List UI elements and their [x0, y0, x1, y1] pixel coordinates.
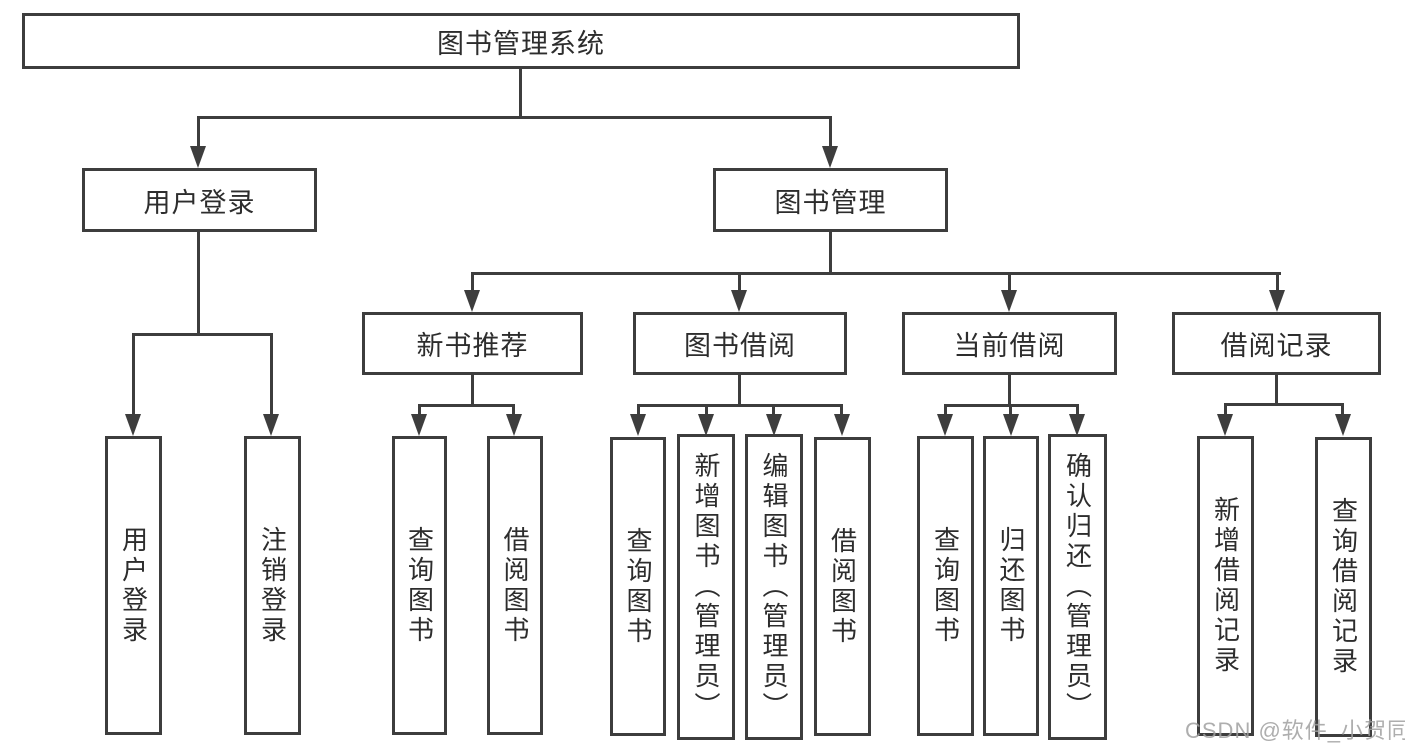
connector-leaf-stem: [944, 404, 947, 416]
node-root-label: 图书管理系统: [437, 28, 605, 59]
connector-new-book-rec-stem: [471, 375, 474, 406]
arrow-down-icon: [937, 414, 953, 436]
node-current-borrow-label: 当前借阅: [953, 331, 1066, 361]
arrow-down-icon: [766, 414, 782, 436]
leaf-confirm-return: 确认归还（管理员）: [1048, 434, 1107, 740]
connector-current-borrow-stem: [1008, 375, 1011, 406]
leaf-user-login: 用户登录: [105, 436, 162, 735]
leaf-query-book-rec: 查询图书: [392, 436, 447, 735]
arrow-down-icon: [1001, 290, 1017, 312]
arrow-down-icon: [464, 290, 480, 312]
node-book-mgmt-group-label: 图书管理: [774, 187, 887, 218]
node-user-login-group-label: 用户登录: [143, 187, 256, 218]
leaf-add-book: 新增图书（管理员）: [677, 434, 735, 740]
node-borrow-records: 借阅记录: [1172, 312, 1381, 375]
leaf-logout-label: 注销登录: [257, 525, 288, 646]
leaf-add-borrow-record-label: 新增借阅记录: [1210, 496, 1241, 676]
node-current-borrow: 当前借阅: [902, 312, 1117, 375]
connector-leaf-stem: [1224, 403, 1227, 416]
leaf-edit-book-label: 编辑图书（管理员）: [759, 452, 789, 722]
arrow-down-icon: [1335, 414, 1351, 436]
leaf-borrow-book-rec-label: 借阅图书: [500, 525, 530, 646]
connector-book-borrow-branch: [637, 404, 843, 407]
leaf-borrow-book-rec: 借阅图书: [487, 436, 543, 735]
connector-leaf-stem: [1341, 403, 1344, 416]
connector-leaf-stem: [772, 404, 775, 416]
connector-borrow-records-stem: [1275, 375, 1278, 405]
node-new-book-rec: 新书推荐: [362, 312, 583, 375]
node-user-login-group: 用户登录: [82, 168, 317, 232]
arrow-down-icon: [263, 414, 279, 436]
arrow-down-icon: [125, 414, 141, 436]
node-book-mgmt-group: 图书管理: [713, 168, 948, 232]
arrow-down-icon: [506, 414, 522, 436]
connector-to-book-borrow: [738, 272, 741, 292]
node-new-book-rec-label: 新书推荐: [416, 331, 529, 361]
connector-book-borrow-stem: [738, 375, 741, 406]
connector-leaf-stem: [132, 333, 135, 416]
leaf-query-borrow-record: 查询借阅记录: [1315, 437, 1372, 737]
connector-leaf-stem: [840, 404, 843, 416]
connector-to-user-login-stem: [197, 116, 200, 148]
leaf-query-borrow-record-label: 查询借阅记录: [1328, 497, 1359, 677]
leaf-query-book-current: 查询图书: [917, 436, 974, 736]
leaf-add-book-label: 新增图书（管理员）: [691, 452, 721, 722]
connector-root-stem: [519, 69, 522, 118]
arrow-down-icon: [1269, 290, 1285, 312]
connector-book-mgmt-branch: [471, 272, 1281, 275]
connector-leaf-stem: [1009, 404, 1012, 416]
leaf-query-book-current-label: 查询图书: [930, 526, 961, 646]
node-book-borrow-label: 图书借阅: [684, 331, 796, 361]
leaf-borrow-book-borrow: 借阅图书: [814, 437, 871, 736]
arrow-down-icon: [190, 146, 206, 168]
arrow-down-icon: [834, 414, 850, 436]
leaf-query-book-borrow-label: 查询图书: [623, 526, 653, 647]
connector-to-borrow-records: [1276, 272, 1279, 292]
connector-leaf-stem: [1076, 404, 1079, 416]
connector-to-new-book-rec: [471, 272, 474, 292]
leaf-return-book-label: 归还图书: [996, 526, 1026, 646]
connector-new-book-rec-branch: [418, 404, 515, 407]
arrow-down-icon: [1069, 414, 1085, 436]
connector-user-login-stem: [197, 232, 200, 335]
arrow-down-icon: [1217, 414, 1233, 436]
arrow-down-icon: [698, 414, 714, 436]
leaf-query-book-rec-label: 查询图书: [404, 525, 435, 646]
connector-leaf-stem: [512, 404, 515, 416]
connector-borrow-records-branch: [1224, 403, 1344, 406]
arrow-down-icon: [731, 290, 747, 312]
node-root: 图书管理系统: [22, 13, 1020, 69]
leaf-borrow-book-borrow-label: 借阅图书: [827, 526, 858, 647]
node-borrow-records-label: 借阅记录: [1220, 331, 1333, 361]
connector-leaf-stem: [637, 404, 640, 416]
leaf-confirm-return-label: 确认归还（管理员）: [1062, 452, 1093, 722]
leaf-query-book-borrow: 查询图书: [610, 437, 666, 736]
arrow-down-icon: [411, 414, 427, 436]
leaf-return-book: 归还图书: [983, 436, 1039, 736]
leaf-edit-book: 编辑图书（管理员）: [745, 434, 803, 740]
connector-to-book-mgmt-stem: [829, 116, 832, 148]
connector-book-mgmt-stem: [829, 232, 832, 274]
connector-to-current-borrow: [1008, 272, 1011, 292]
leaf-user-login-label: 用户登录: [118, 525, 149, 646]
connector-leaf-stem: [418, 404, 421, 416]
leaf-logout: 注销登录: [244, 436, 301, 735]
csdn-watermark: CSDN @软件_小贺同学: [1185, 718, 1405, 743]
connector-root-branch: [197, 116, 832, 119]
arrow-down-icon: [822, 146, 838, 168]
arrow-down-icon: [1003, 414, 1019, 436]
node-book-borrow: 图书借阅: [633, 312, 847, 375]
connector-leaf-stem: [270, 333, 273, 416]
connector-user-login-branch: [132, 333, 273, 336]
arrow-down-icon: [630, 414, 646, 436]
connector-leaf-stem: [705, 404, 708, 416]
leaf-add-borrow-record: 新增借阅记录: [1197, 436, 1254, 736]
